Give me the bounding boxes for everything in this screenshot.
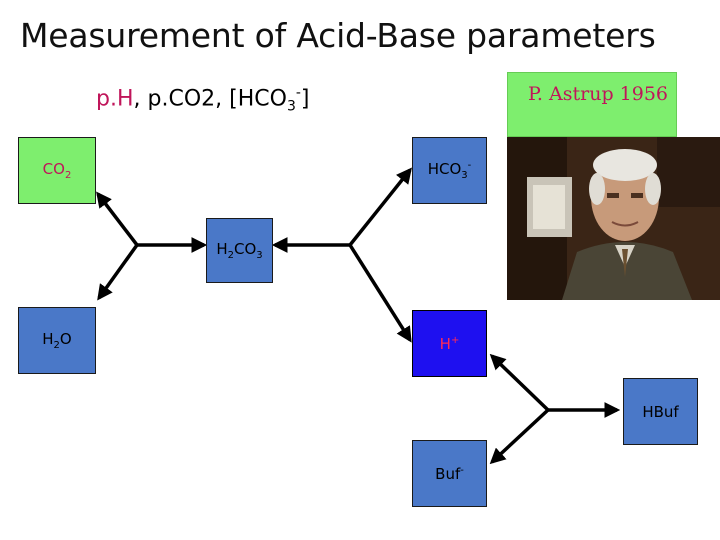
node-h2co3: H2CO3 bbox=[206, 218, 273, 283]
node-hbuf-label: HBuf bbox=[642, 402, 679, 421]
arrow-co2 bbox=[96, 191, 139, 247]
slide-subtitle: p.H, p.CO2, [HCO3-] bbox=[96, 85, 310, 115]
node-buf-label: Buf- bbox=[435, 464, 464, 483]
node-hco3-label: HCO3- bbox=[427, 160, 472, 181]
slide-title: Measurement of Acid-Base parameters bbox=[20, 16, 656, 55]
ph-label: p.H bbox=[96, 86, 134, 112]
subtitle-sup: - bbox=[295, 85, 301, 101]
node-co2: CO2 bbox=[18, 137, 96, 204]
node-hbuf: HBuf bbox=[623, 378, 698, 445]
astrup-credit-box: P. Astrup 1956 bbox=[507, 72, 677, 137]
arrow-hplus bbox=[348, 244, 412, 343]
arrow-h2o bbox=[97, 243, 139, 301]
arrow-hplus-buf bbox=[489, 353, 550, 412]
node-hco3: HCO3- bbox=[412, 137, 487, 204]
subtitle-rest: , p.CO2, [HCO bbox=[133, 86, 287, 112]
node-buf: Buf- bbox=[412, 440, 487, 507]
node-hplus-label: H+ bbox=[439, 334, 460, 353]
portrait-photo-svg bbox=[507, 137, 720, 300]
node-h2o-label: H2O bbox=[42, 330, 72, 351]
node-h2o: H2O bbox=[18, 307, 96, 374]
node-h2co3-label: H2CO3 bbox=[216, 240, 263, 261]
subtitle-close: ] bbox=[300, 86, 310, 112]
astrup-credit-text: P. Astrup 1956 bbox=[528, 83, 668, 105]
node-co2-label: CO2 bbox=[42, 160, 72, 181]
arrow-buf bbox=[489, 408, 550, 465]
portrait-photo-icon bbox=[507, 137, 720, 300]
arrow-hco3 bbox=[348, 167, 412, 247]
subtitle-sub: 3 bbox=[286, 98, 296, 115]
node-hplus: H+ bbox=[412, 310, 487, 377]
